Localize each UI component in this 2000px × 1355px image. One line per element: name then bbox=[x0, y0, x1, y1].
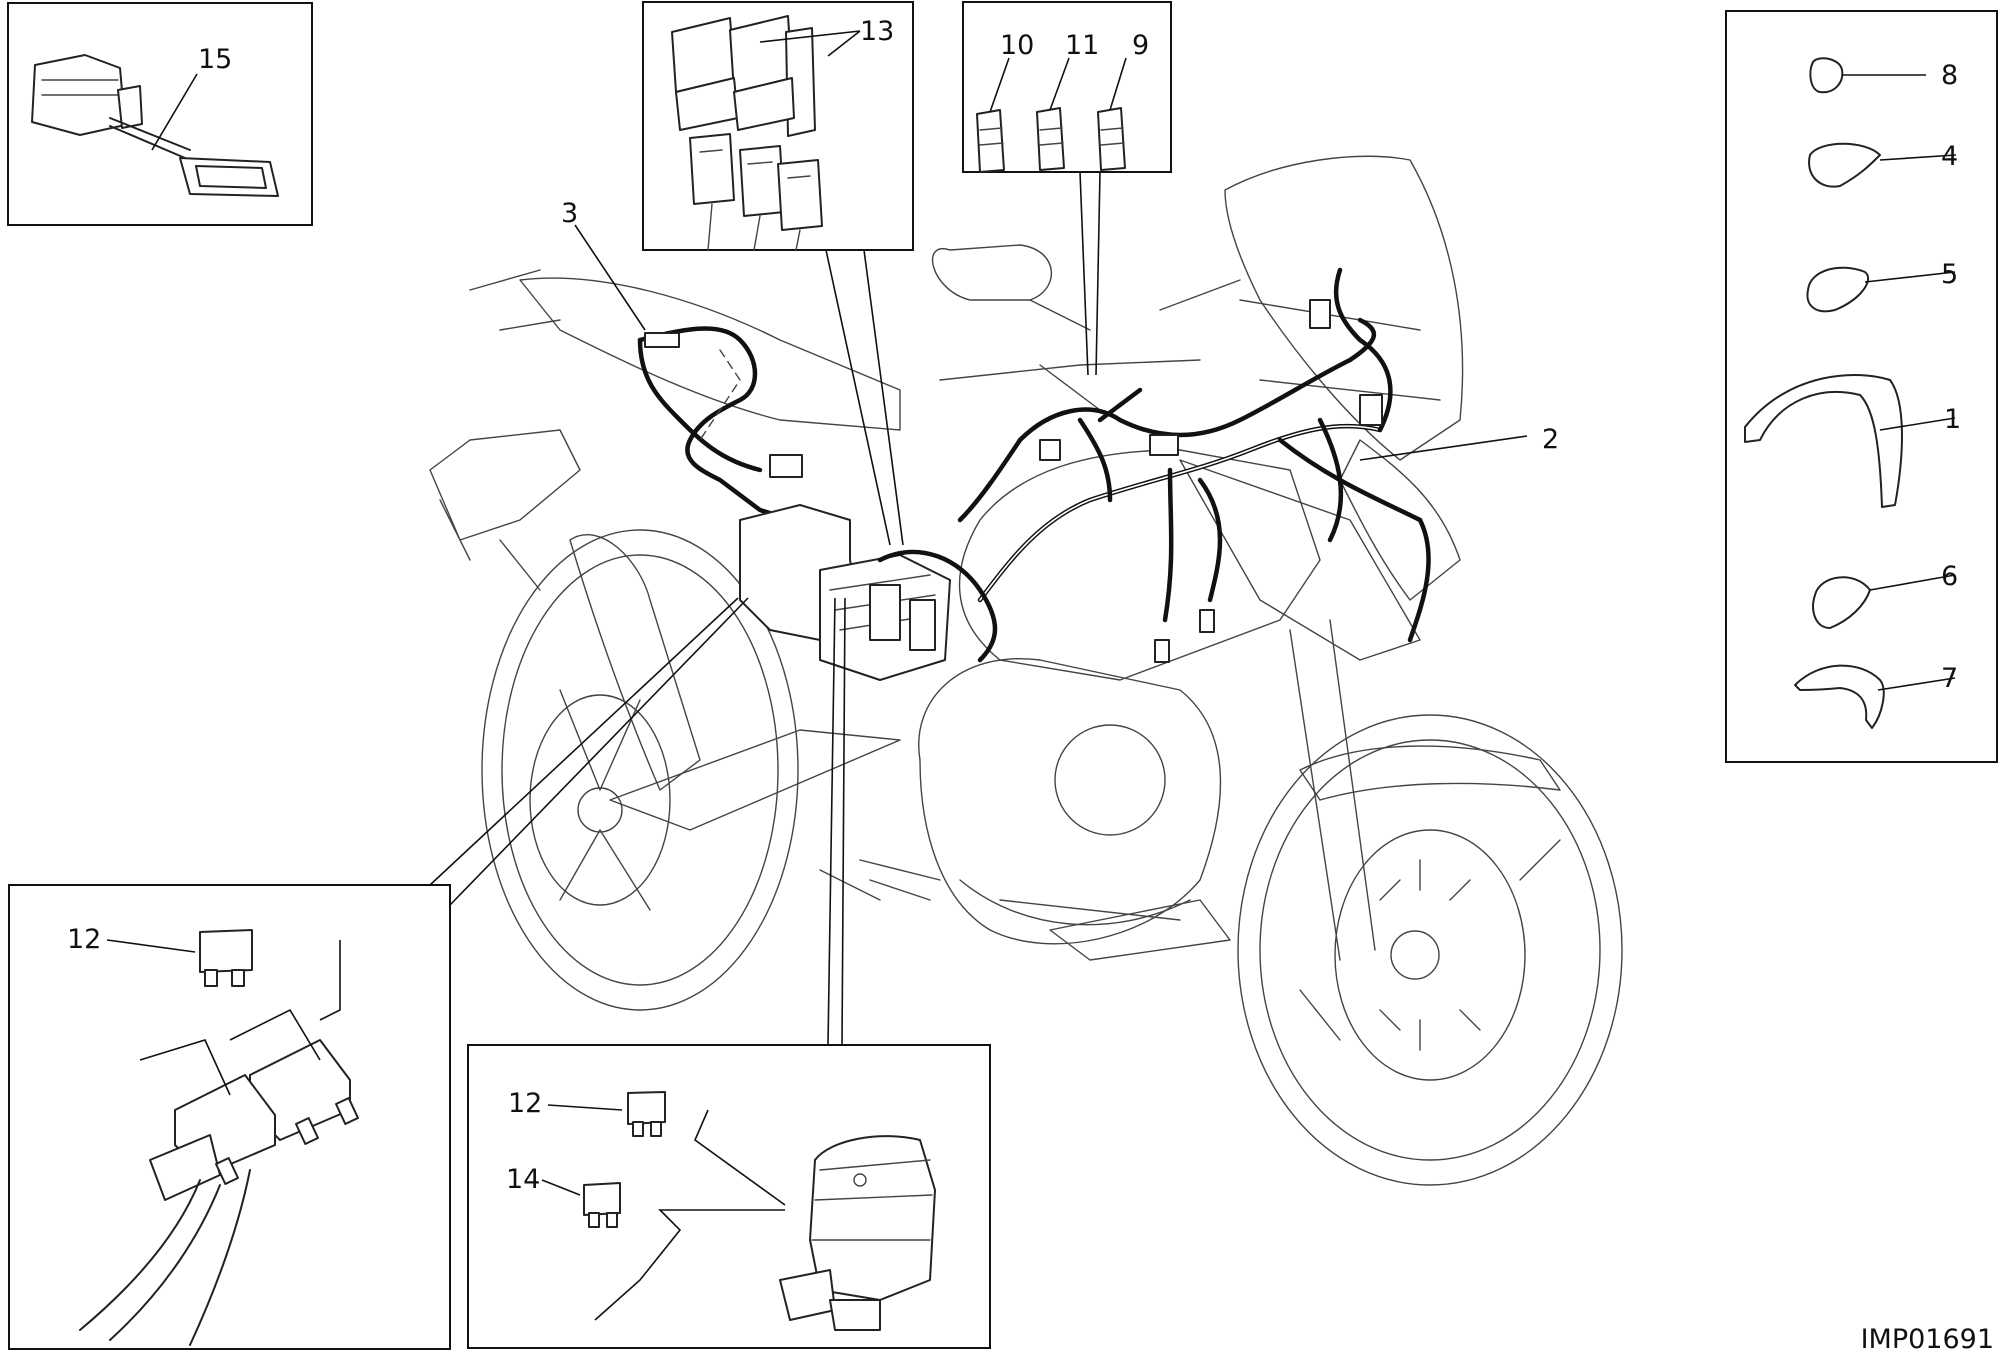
main-wiring-harness bbox=[957, 267, 1431, 663]
callout-13: 13 bbox=[860, 16, 894, 47]
callout-8: 8 bbox=[1941, 60, 1958, 91]
callout-6: 6 bbox=[1941, 561, 1958, 592]
callout-4: 4 bbox=[1941, 141, 1958, 172]
inset-bottom-left bbox=[8, 597, 749, 1350]
inset-bottom-middle bbox=[467, 597, 991, 1349]
callout-3: 3 bbox=[561, 198, 578, 229]
diagram-code: IMP01691 bbox=[1861, 1324, 1994, 1355]
rear-harness bbox=[637, 326, 823, 533]
callout-7: 7 bbox=[1941, 663, 1958, 694]
callout-14: 14 bbox=[506, 1164, 540, 1195]
inset-clips bbox=[1725, 10, 1998, 763]
motorcycle-drawing bbox=[429, 155, 1623, 1186]
callout-12-middle: 12 bbox=[508, 1088, 542, 1119]
inset-13 bbox=[642, 1, 914, 546]
front-wheel bbox=[1237, 714, 1623, 1186]
callout-11: 11 bbox=[1065, 30, 1099, 61]
inset-connectors bbox=[962, 1, 1172, 376]
callout-2: 2 bbox=[1542, 424, 1559, 455]
callout-5: 5 bbox=[1941, 259, 1958, 290]
fuse-box-assembly bbox=[739, 504, 998, 681]
leader-2 bbox=[1359, 435, 1528, 461]
leader-3 bbox=[574, 224, 646, 331]
callout-12-left: 12 bbox=[67, 924, 101, 955]
callout-9: 9 bbox=[1132, 30, 1149, 61]
rear-wheel bbox=[481, 529, 799, 1011]
callout-1: 1 bbox=[1944, 404, 1961, 435]
callout-15: 15 bbox=[198, 44, 232, 75]
callout-10: 10 bbox=[1000, 30, 1034, 61]
inset-15 bbox=[7, 2, 313, 226]
